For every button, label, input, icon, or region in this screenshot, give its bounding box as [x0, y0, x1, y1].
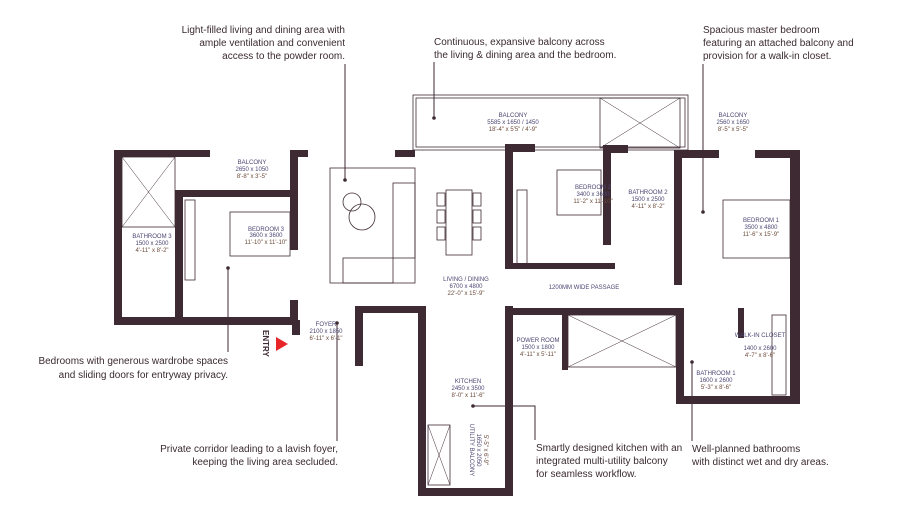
svg-text:POWER ROOM: POWER ROOM: [517, 338, 560, 344]
svg-text:1500 x 2500: 1500 x 2500: [631, 197, 665, 203]
svg-text:Private corridor leading to a: Private corridor leading to a lavish foy…: [160, 444, 338, 455]
svg-text:8'-5" x 5'-5": 8'-5" x 5'-5": [718, 127, 748, 133]
svg-text:5'-3" x 8'-6": 5'-3" x 8'-6": [701, 385, 731, 391]
svg-text:5'-5" x 6'-9": 5'-5" x 6'-9": [482, 435, 488, 465]
svg-text:8'-8" x 3'-5": 8'-8" x 3'-5": [237, 174, 267, 180]
svg-text:keeping the living area seclud: keeping the living area secluded.: [192, 457, 338, 468]
svg-text:LIVING / DINING: LIVING / DINING: [443, 277, 489, 283]
passage-label: 1200MM WIDE PASSAGE: [549, 285, 620, 291]
svg-text:22'-0" x 15'-9": 22'-0" x 15'-9": [448, 291, 485, 297]
svg-text:4'-11" x 5'-11": 4'-11" x 5'-11": [520, 352, 556, 358]
furniture: [184, 167, 791, 396]
room-walk-in-closet: WALK-IN CLOSET 1400 x 2600 4'-7" x 8'-6": [735, 333, 786, 359]
svg-text:integrated multi-utility balco: integrated multi-utility balcony: [536, 456, 668, 467]
svg-text:BALCONY: BALCONY: [719, 113, 748, 119]
svg-text:2450 x 3500: 2450 x 3500: [451, 386, 485, 392]
room-balcony-bedroom3: BALCONY 2650 x 1050 8'-8" x 3'-5": [235, 160, 269, 180]
svg-text:BALCONY: BALCONY: [499, 113, 528, 119]
svg-text:Smartly designed kitchen with: Smartly designed kitchen with an: [536, 443, 682, 454]
callout-living: Light-filled living and dining area with…: [182, 25, 347, 182]
svg-text:3500 x 4800: 3500 x 4800: [744, 225, 778, 231]
svg-text:2100 x 1850: 2100 x 1850: [309, 329, 343, 335]
svg-text:6'-11" x 6'-1": 6'-11" x 6'-1": [309, 336, 342, 342]
walls: [114, 94, 800, 496]
room-bedroom1: BEDROOM 1 3500 x 4800 11'-6" x 15'-9": [743, 218, 780, 238]
svg-text:BEDROOM 3: BEDROOM 3: [248, 227, 285, 233]
svg-text:ample ventilation and convenie: ample ventilation and convenient: [199, 38, 345, 49]
svg-text:FOYER: FOYER: [316, 322, 337, 328]
svg-text:1500 x 2500: 1500 x 2500: [135, 241, 169, 247]
room-balcony-main: BALCONY 5585 x 1650 / 1450 18'-4" x 5'5"…: [487, 113, 539, 133]
svg-text:Bedrooms with generous wardrob: Bedrooms with generous wardrobe spaces: [38, 356, 228, 367]
svg-text:3600 x 3600: 3600 x 3600: [249, 233, 283, 239]
svg-text:BATHROOM 2: BATHROOM 2: [628, 190, 668, 196]
svg-text:11'-2" x 11'-10": 11'-2" x 11'-10": [573, 199, 612, 205]
callout-kitchen: Smartly designed kitchen with an integra…: [471, 404, 682, 480]
svg-text:KITCHEN: KITCHEN: [455, 379, 481, 385]
svg-text:Well-planned bathrooms: Well-planned bathrooms: [692, 444, 800, 455]
svg-text:18'-4" x 5'5" / 4'-9": 18'-4" x 5'5" / 4'-9": [489, 127, 538, 133]
svg-text:featuring an attached balcony: featuring an attached balcony and: [703, 38, 854, 49]
svg-text:access to the powder room.: access to the powder room.: [222, 51, 345, 62]
svg-text:ENTRY: ENTRY: [261, 330, 270, 357]
svg-text:3400 x 3600: 3400 x 3600: [576, 192, 610, 198]
svg-text:4'-11" x 8'-2": 4'-11" x 8'-2": [631, 204, 664, 210]
svg-text:2560 x 1650: 2560 x 1650: [716, 120, 750, 126]
svg-text:Light-filled living and dining: Light-filled living and dining area with: [182, 25, 345, 36]
room-bedroom3: BEDROOM 3 3600 x 3600 11'-10" x 11'-10": [245, 227, 288, 246]
svg-text:1600 x 2600: 1600 x 2600: [699, 378, 733, 384]
svg-text:11'-10" x 11'-10": 11'-10" x 11'-10": [245, 240, 288, 246]
svg-text:2650 x 1050: 2650 x 1050: [235, 167, 269, 173]
svg-text:provision for a walk-in closet: provision for a walk-in closet.: [703, 51, 831, 62]
svg-text:BATHROOM 1: BATHROOM 1: [696, 371, 736, 377]
svg-text:1500 x 1800: 1500 x 1800: [521, 345, 555, 351]
room-kitchen: KITCHEN 2450 x 3500 8'-0" x 11'-6": [451, 379, 485, 399]
svg-text:5585 x 1650 / 1450: 5585 x 1650 / 1450: [487, 120, 539, 126]
room-power-room: POWER ROOM 1500 x 1800 4'-11" x 5'-11": [517, 338, 560, 358]
svg-text:Spacious master bedroom: Spacious master bedroom: [703, 25, 820, 36]
svg-text:with distinct wet and dry area: with distinct wet and dry areas.: [691, 457, 829, 468]
svg-text:and sliding doors for entryway: and sliding doors for entryway privacy.: [59, 370, 228, 381]
room-balcony-bedroom1: BALCONY 2560 x 1650 8'-5" x 5'-5": [716, 113, 750, 133]
room-foyer: FOYER 2100 x 1850 6'-11" x 6'-1": [309, 322, 343, 342]
callout-bedrooms: Bedrooms with generous wardrobe spaces a…: [38, 266, 230, 381]
svg-text:Continuous, expansive balcony: Continuous, expansive balcony across: [434, 37, 605, 48]
room-utility-balcony: UTILITY BALCONY 1650 x 2050 5'-5" x 6'-9…: [468, 424, 488, 477]
room-bedroom2: BEDROOM 2 3400 x 3600 11'-2" x 11'-10": [573, 185, 612, 205]
svg-text:4'-11" x 8'-2": 4'-11" x 8'-2": [135, 248, 168, 254]
entry-marker: ENTRY: [261, 330, 288, 357]
callout-balcony: Continuous, expansive balcony across the…: [432, 37, 616, 120]
svg-text:BEDROOM 2: BEDROOM 2: [575, 185, 612, 191]
svg-text:the living & dining area and t: the living & dining area and the bedroom…: [434, 50, 616, 61]
room-bathroom2: BATHROOM 2 1500 x 2500 4'-11" x 8'-2": [628, 190, 668, 210]
svg-text:11'-6" x 15'-9": 11'-6" x 15'-9": [743, 232, 779, 238]
svg-text:1650 x 2050: 1650 x 2050: [475, 433, 481, 467]
room-bathroom1: BATHROOM 1 1600 x 2600 5'-3" x 8'-6": [696, 371, 736, 391]
svg-text:BALCONY: BALCONY: [238, 160, 267, 166]
svg-text:1400 x 2600: 1400 x 2600: [743, 346, 777, 352]
room-living-dining: LIVING / DINING 6700 x 4800 22'-0" x 15'…: [443, 277, 489, 297]
callout-corridor: Private corridor leading to a lavish foy…: [160, 321, 339, 468]
svg-text:for seamless workflow.: for seamless workflow.: [536, 469, 637, 480]
svg-text:BATHROOM 3: BATHROOM 3: [132, 234, 172, 240]
svg-text:6700 x 4800: 6700 x 4800: [449, 284, 483, 290]
callout-master-bedroom: Spacious master bedroom featuring an att…: [701, 25, 854, 214]
svg-text:UTILITY BALCONY: UTILITY BALCONY: [468, 424, 474, 477]
entry-arrow-icon: [276, 337, 288, 351]
svg-text:8'-0" x 11'-6": 8'-0" x 11'-6": [451, 393, 484, 399]
svg-text:4'-7" x 8'-6": 4'-7" x 8'-6": [745, 353, 775, 359]
svg-text:BEDROOM 1: BEDROOM 1: [743, 218, 780, 224]
room-bathroom3: BATHROOM 3 1500 x 2500 4'-11" x 8'-2": [132, 234, 172, 254]
svg-text:WALK-IN CLOSET: WALK-IN CLOSET: [735, 333, 786, 339]
